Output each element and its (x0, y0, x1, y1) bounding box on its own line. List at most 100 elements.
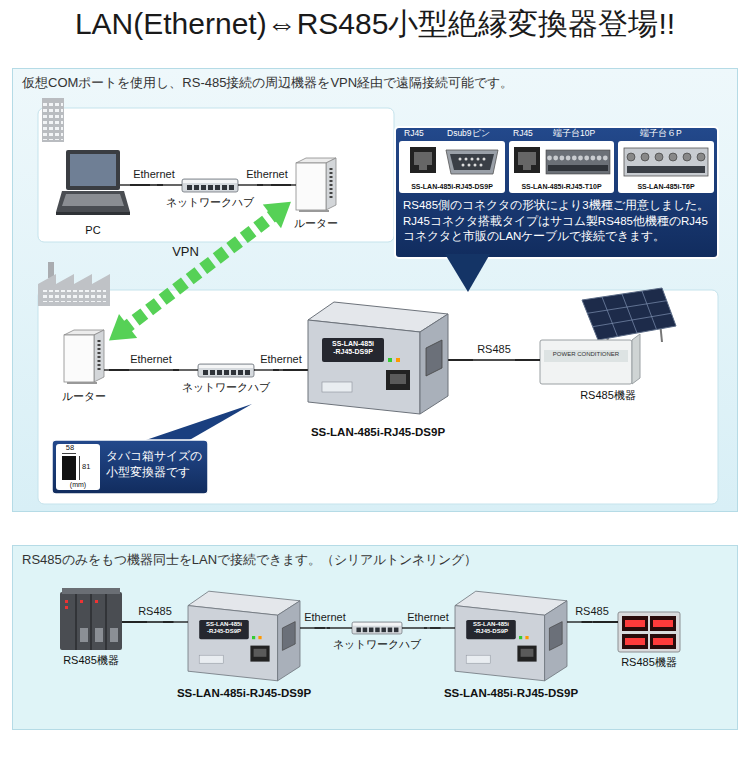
page-title: LAN(Ethernet)⇔RS485小型絶縁変換器登場!! (75, 6, 675, 42)
model-caption: SS-LAN-485i-RJ45-T10P (509, 183, 614, 191)
network-hub (352, 622, 402, 634)
connector-line (120, 211, 279, 332)
icon-area (179, 364, 273, 377)
connector-label: Ethernet (304, 611, 346, 624)
connector-panel (509, 141, 614, 193)
callout-box: RS485側のコネクタの形状により3機種ご用意しました。RJ45コネクタ搭載タイ… (395, 127, 718, 258)
connector-label: RS485 (477, 343, 511, 356)
wire-connector (273, 370, 308, 371)
size-figure-ground (56, 444, 100, 490)
connector-line (257, 184, 291, 185)
label-slot: SS-LAN-485i -RJ45-DS9P (472, 621, 510, 635)
wire-connector (315, 628, 331, 629)
label-slot: (mm) (58, 481, 98, 489)
device-label: ルーター (62, 390, 106, 404)
connector-label: RS485 (138, 605, 172, 618)
dimension-unit: (mm) (58, 481, 98, 489)
panel-ground (13, 69, 738, 512)
network-hub (198, 364, 254, 377)
connector-label: RS485 (575, 605, 609, 618)
office-area (38, 108, 394, 242)
edge-label-slot: RS485 (477, 343, 511, 356)
router (296, 158, 336, 212)
edge-label-slot: Ethernet (407, 611, 449, 624)
led-display-device (618, 612, 680, 652)
hub-icon: ネットワークハブ (330, 622, 424, 652)
icon-area (174, 588, 315, 683)
panel-heading: RS485のみをもつ機器同士をLANで接続できます。（シリアルトンネリング） (22, 552, 728, 569)
display-icon: RS485機器 (618, 612, 680, 670)
device-marking: SS-LAN-485i -RJ45-DS9P (472, 621, 510, 635)
label-slot: SS-LAN-485i-RJ45-T10P (509, 183, 614, 191)
device-label: SS-LAN-485i-RJ45-DS9P (311, 425, 445, 439)
connector-line (122, 621, 174, 622)
plc-device (60, 588, 122, 650)
icon-area (60, 588, 122, 650)
device-label: ルーター (294, 217, 338, 231)
device-marking: SS-LAN-485i -RJ45-DS9P (330, 340, 376, 357)
wire-connector (257, 185, 291, 186)
model-caption: SS-LAN-485i-T6P (618, 183, 714, 191)
connector-type: Dsub9ピン (447, 128, 507, 138)
converter-icon: SS-LAN-485i-RJ45-DS9P (441, 588, 582, 701)
converter-icon: SS-LAN-485i-RJ45-DS9P (174, 588, 315, 701)
wire-connector (122, 622, 174, 623)
connector-line (130, 184, 163, 185)
icon-area (308, 298, 449, 422)
device-label: RS485機器 (63, 654, 119, 668)
label-slot: Dsub9ピン (447, 128, 507, 138)
converter-device (455, 591, 567, 681)
network-hub (182, 179, 238, 192)
connector-line (315, 627, 331, 628)
terminal-block-10p (546, 150, 610, 174)
panel-heading: 仮想COMポートを使用し、RS-485接続の周辺機器をVPN経由で遠隔接続可能で… (22, 75, 728, 92)
icon-area (59, 330, 109, 386)
title-slot: LAN(Ethernet)⇔RS485小型絶縁変換器登場!! (0, 6, 750, 42)
connector-label: Ethernet (246, 168, 288, 181)
connector-panel (399, 141, 505, 193)
icon-area (330, 622, 424, 634)
hub-icon: ネットワークハブ (179, 364, 273, 395)
icon-area (441, 588, 582, 683)
device-label: RS485機器 (621, 656, 677, 670)
callout-tail (140, 404, 252, 442)
connector-label: Ethernet (130, 353, 172, 366)
callout-text: タバコ箱サイズの小型変換器です (106, 448, 202, 480)
edge-label-slot: Ethernet (304, 611, 346, 624)
label-slot: 端子台６P (640, 128, 700, 138)
plc-icon: RS485機器 (60, 588, 122, 668)
connector-label: VPN (172, 244, 199, 260)
edge-label-slot: Ethernet (130, 353, 172, 366)
connector-type: RJ45 (513, 128, 553, 138)
label-slot: RJ45 (404, 128, 444, 138)
rj45-jack (514, 147, 540, 173)
panel: 仮想COMポートを使用し、RS-485接続の周辺機器をVPN経由で遠隔接続可能で… (12, 68, 738, 512)
connector-line (273, 369, 308, 370)
callout-ground (52, 440, 208, 494)
icon-area (540, 288, 676, 385)
label-slot: RJ45 (513, 128, 553, 138)
arrow-head (263, 202, 291, 228)
model-caption: SS-LAN-485i-RJ45-DS9P (399, 183, 505, 191)
converter-device (188, 591, 300, 681)
dsub9-connector (446, 150, 498, 174)
connector-label: Ethernet (260, 353, 302, 366)
dimension-value: 81 (82, 462, 98, 471)
connector-label: Ethernet (407, 611, 449, 624)
wire-connector (130, 185, 163, 186)
label-slot: POWER CONDITIONER (542, 351, 630, 358)
panel: RS485のみをもつ機器同士をLANで接続できます。（シリアルトンネリング） RS… (12, 545, 738, 730)
terminal-block-6p (624, 148, 708, 176)
office-building (42, 98, 64, 142)
connector-line (109, 369, 179, 370)
equipment-icon: RS485機器 (540, 288, 676, 403)
icon-area (56, 150, 130, 220)
laptop-pc (56, 150, 130, 215)
label-slot: SS-LAN-485i-T6P (618, 183, 714, 191)
callout-tail (445, 254, 490, 292)
device-label: RS485機器 (580, 389, 636, 403)
wire-connector (582, 622, 619, 623)
panel-ground (13, 546, 738, 730)
connector-panel (618, 141, 714, 193)
connector-type: 端子台６P (640, 128, 700, 138)
